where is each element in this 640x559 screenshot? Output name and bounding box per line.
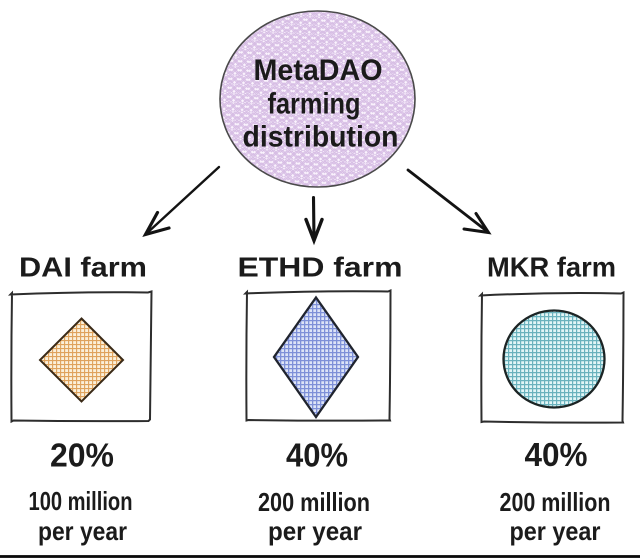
- svg-text:per year: per year: [268, 516, 362, 546]
- svg-text:MKR farm: MKR farm: [487, 252, 616, 283]
- svg-text:distribution: distribution: [243, 121, 399, 154]
- svg-text:100 million: 100 million: [29, 486, 133, 516]
- svg-text:40%: 40%: [525, 437, 588, 474]
- svg-text:ETHD farm: ETHD farm: [238, 252, 403, 283]
- svg-text:40%: 40%: [286, 438, 348, 475]
- svg-text:farming: farming: [268, 88, 361, 121]
- svg-text:per year: per year: [38, 516, 127, 546]
- svg-text:DAI farm: DAI farm: [19, 252, 147, 283]
- svg-text:MetaDAO: MetaDAO: [254, 54, 383, 87]
- svg-text:per year: per year: [510, 516, 601, 546]
- svg-text:200 million: 200 million: [500, 487, 611, 517]
- svg-text:200 million: 200 million: [258, 487, 370, 517]
- svg-text:20%: 20%: [50, 438, 114, 475]
